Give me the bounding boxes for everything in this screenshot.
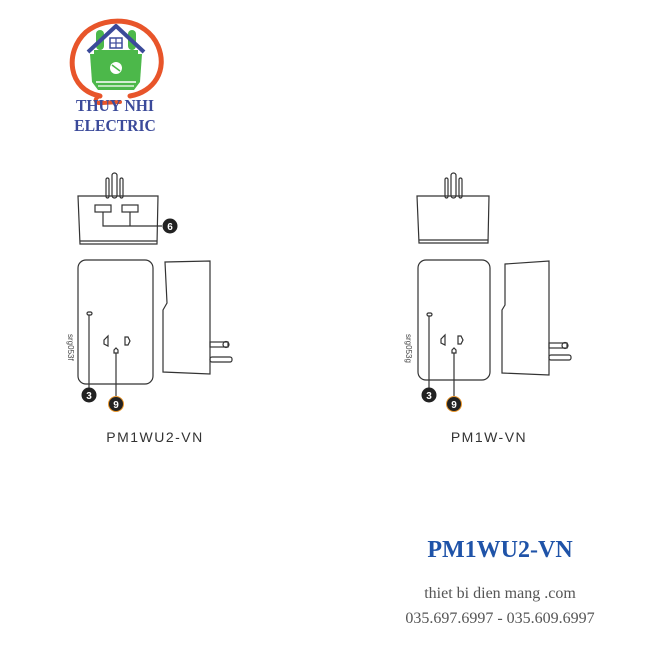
callout-led-right: 3: [421, 387, 437, 403]
house-icon: [86, 24, 146, 54]
caption-phones: 035.697.6997 - 035.609.6997: [405, 610, 595, 627]
callout-led-left: 3: [81, 387, 97, 403]
caption-title: PM1WU2-VN: [427, 537, 573, 563]
caption-site: thiet bi dien mang .com: [424, 585, 576, 602]
top-view-pm1w: [416, 172, 490, 244]
brand-name: THUY NHI ELECTRIC: [74, 96, 156, 135]
svg-text:9: 9: [113, 400, 119, 411]
callout-usb-left: 6: [162, 218, 178, 234]
led-indicator-icon: [426, 312, 433, 317]
model-label-right: PM1W-VN: [450, 429, 528, 445]
front-view-pm1w: [417, 259, 491, 396]
model-code-right: srg053g: [404, 334, 413, 363]
led-indicator-icon: [86, 311, 93, 316]
logo-ring-icon: [69, 18, 164, 99]
socket-icon: [103, 334, 109, 347]
product-diagram: 6 3 9 3 9 srg053f srg053g: [66, 172, 572, 412]
brand-logo: [69, 18, 164, 106]
callout-socket-right: 9: [446, 396, 462, 412]
model-label-left: PM1WU2-VN: [106, 429, 204, 445]
model-code-left: srg053f: [66, 334, 75, 361]
svg-text:3: 3: [426, 391, 432, 402]
usb-port-icon: [121, 204, 139, 213]
callout-socket-left: 9: [108, 396, 124, 412]
svg-text:6: 6: [167, 222, 173, 233]
side-view-pm1wu2: [162, 260, 233, 375]
front-view-pm1wu2: [77, 259, 154, 396]
svg-text:3: 3: [86, 391, 92, 402]
svg-text:9: 9: [451, 400, 457, 411]
side-view-pm1w: [501, 260, 572, 376]
socket-icon: [440, 333, 446, 346]
top-view-pm1wu2: [77, 172, 162, 245]
usb-port-icon: [94, 204, 112, 213]
